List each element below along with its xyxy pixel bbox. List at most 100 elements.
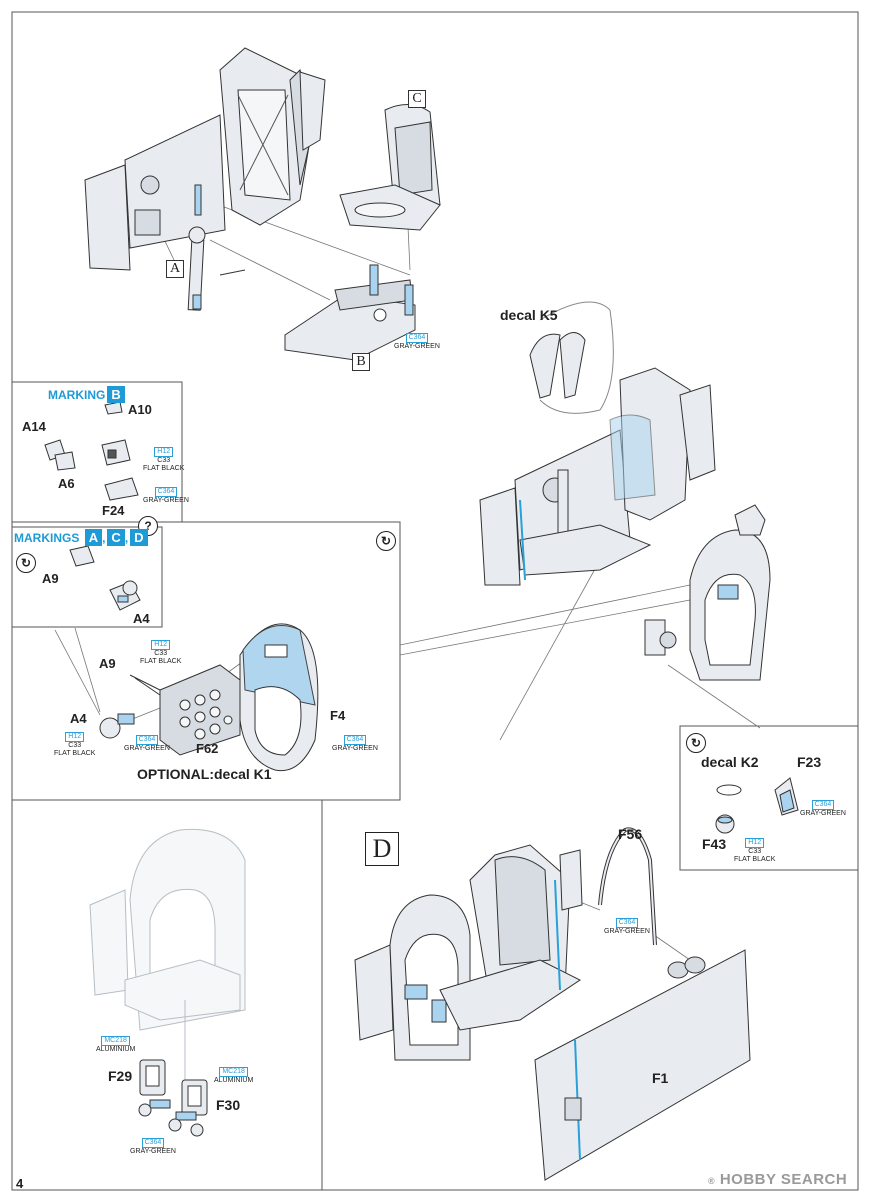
step-d-assembly	[354, 827, 751, 1181]
decal-k2-frame	[679, 725, 859, 871]
decal-k2-parts	[715, 777, 799, 834]
paint-code: C364	[405, 333, 429, 343]
paint-name: GRAY-GREEN	[143, 497, 189, 504]
paint-c364-f56: C364 GRAY-GREEN	[604, 918, 650, 936]
flip-icon-k2: ↻	[686, 733, 706, 753]
paint-code: C364	[343, 735, 367, 745]
f29-f30-parts	[138, 1059, 208, 1137]
decal-k5-label: decal K5	[500, 307, 558, 323]
step-box-b: B	[352, 353, 370, 371]
paint-code: MC218	[219, 1067, 248, 1077]
marking-sep: ,	[124, 531, 129, 545]
paint-code2: C33	[157, 457, 171, 464]
control-stick	[187, 226, 246, 311]
part-a10: A10	[128, 402, 152, 417]
decal-k1-label: OPTIONAL:decal K1	[137, 766, 272, 782]
part-a6: A6	[58, 476, 75, 491]
part-f4: F4	[330, 708, 346, 723]
paint-code2: C33	[748, 848, 762, 855]
paint-mc218-f30: MC218 ALUMINIUM	[214, 1067, 253, 1085]
decal-k2-label: decal K2	[701, 754, 759, 770]
paint-code: H12	[745, 838, 765, 848]
part-a14: A14	[22, 419, 46, 434]
paint-code: C364	[135, 735, 159, 745]
paint-code: H12	[154, 447, 174, 457]
paint-h12-mid: H12 C33 FLAT BLACK	[140, 640, 181, 666]
marking-letter-d: D	[130, 529, 148, 546]
page-number: 4	[16, 1176, 24, 1191]
part-f62: F62	[196, 741, 219, 756]
watermark-trademark: ®	[708, 1176, 716, 1186]
markings-acd-label: MARKINGS A,C,D	[14, 529, 148, 546]
part-f24: F24	[102, 503, 125, 518]
paint-c364-b: C364 GRAY-GREEN	[143, 487, 189, 505]
seat-c	[339, 104, 441, 231]
paint-code: C364	[141, 1138, 165, 1148]
paint-name: ALUMINIUM	[214, 1077, 254, 1084]
paint-mc218-f29: MC218 ALUMINIUM	[96, 1036, 135, 1054]
watermark-brand: HOBBY SEARCH	[719, 1171, 848, 1188]
part-f1: F1	[652, 1070, 669, 1086]
marking-letter-a: A	[84, 529, 103, 546]
paint-c364-a4: C364 GRAY-GREEN	[124, 735, 170, 753]
instrument-panel-right	[644, 504, 771, 681]
paint-c364-f4: C364 GRAY-GREEN	[332, 735, 378, 753]
part-f56: F56	[618, 826, 643, 842]
part-a9-mid: A9	[99, 656, 116, 671]
optional-panel-parts	[99, 623, 319, 772]
part-f43: F43	[702, 836, 727, 852]
part-a9-top: A9	[42, 571, 59, 586]
paint-name: FLAT BLACK	[143, 465, 185, 472]
paint-name: GRAY-GREEN	[130, 1148, 176, 1155]
ghost-assembly	[89, 828, 246, 1080]
marking-b-parts	[44, 401, 139, 501]
step-box-c: C	[408, 90, 426, 108]
paint-name: ALUMINIUM	[96, 1046, 136, 1053]
top-frame-assembly	[84, 47, 326, 271]
paint-code2: C33	[68, 742, 82, 749]
marking-b-letter: B	[107, 386, 125, 403]
paint-name: GRAY-GREEN	[394, 343, 440, 350]
marking-letter-c: C	[107, 529, 125, 546]
optional-panel-frame	[11, 521, 401, 801]
flip-icon-acd: ↻	[16, 553, 36, 573]
paint-c364-top: C364 GRAY-GREEN	[394, 333, 440, 351]
part-a4-mid: A4	[70, 711, 87, 726]
paint-name: GRAY-GREEN	[800, 810, 846, 817]
paint-name: FLAT BLACK	[140, 658, 182, 665]
hobbysearch-watermark: ® HOBBY SEARCH	[708, 1171, 847, 1188]
step-box-d: D	[365, 832, 399, 866]
paint-code: H12	[151, 640, 171, 650]
cockpit-assembly-mid	[479, 367, 716, 586]
harness-k5	[529, 301, 614, 414]
part-f23: F23	[797, 754, 822, 770]
paint-code: MC218	[101, 1036, 130, 1046]
paint-c364-f23: C364 GRAY-GREEN	[800, 800, 846, 818]
flip-icon-optional: ↻	[376, 531, 396, 551]
paint-code: C364	[154, 487, 178, 497]
step-box-a: A	[166, 260, 184, 278]
paint-code: C364	[615, 918, 639, 928]
part-f30: F30	[216, 1097, 241, 1113]
markings-acd-text: MARKINGS	[14, 531, 80, 545]
paint-h12-a4: H12 C33 FLAT BLACK	[54, 732, 95, 758]
floor-assembly	[284, 264, 416, 361]
paint-name: FLAT BLACK	[734, 856, 776, 863]
part-a4-top: A4	[133, 611, 150, 626]
paint-name: GRAY-GREEN	[124, 745, 170, 752]
paint-h12-f43: H12 C33 FLAT BLACK	[734, 838, 775, 864]
part-f29: F29	[108, 1068, 133, 1084]
marking-sep: ,	[102, 531, 106, 545]
paint-name: GRAY-GREEN	[604, 928, 650, 935]
paint-h12-b: H12 C33 FLAT BLACK	[143, 447, 184, 473]
paint-code: H12	[65, 732, 85, 742]
paint-name: FLAT BLACK	[54, 750, 96, 757]
markings-acd-parts	[69, 545, 141, 611]
paint-c364-f29: C364 GRAY-GREEN	[130, 1138, 176, 1156]
paint-name: GRAY-GREEN	[332, 745, 378, 752]
marking-b-text: MARKING	[48, 388, 106, 402]
paint-code2: C33	[154, 650, 168, 657]
paint-code: C364	[811, 800, 835, 810]
